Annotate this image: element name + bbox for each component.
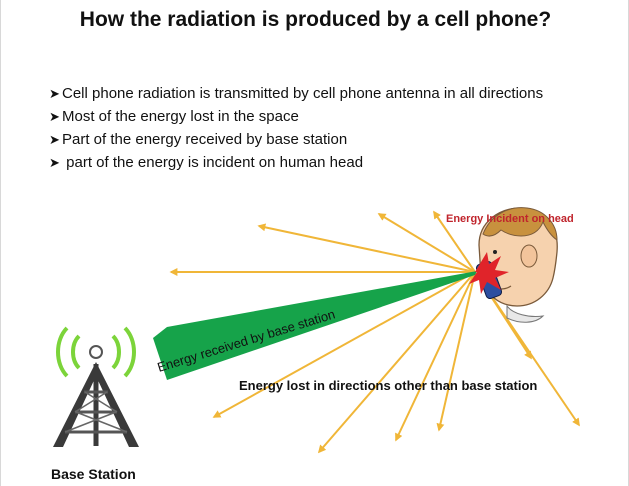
bullet-item: ➤Cell phone radiation is transmitted by …: [49, 82, 543, 105]
lost-energy-label: Energy lost in directions other than bas…: [239, 378, 538, 393]
bullet-arrow-icon: ➤: [49, 109, 60, 124]
bullet-arrow-icon: ➤: [49, 132, 60, 147]
received-energy-beam: [153, 271, 477, 380]
ray-arrow: [395, 271, 476, 442]
bullet-item: ➤ part of the energy is incident on huma…: [49, 151, 543, 174]
radiation-burst: [469, 252, 509, 294]
ray-arrow: [212, 271, 476, 418]
bullet-arrow-icon: ➤: [49, 86, 60, 101]
ray-arrow: [317, 271, 476, 454]
slide-title: How the radiation is produced by a cell …: [79, 8, 552, 31]
bullet-arrow-icon: ➤: [49, 155, 60, 170]
ray-arrow: [257, 223, 476, 273]
incident-energy-label: Energy Incident on head: [446, 213, 574, 225]
antenna-tower-icon: [53, 326, 139, 447]
radiation-rays: [169, 210, 580, 454]
bullet-item: ➤Most of the energy lost in the space: [49, 105, 543, 128]
base-station-label: Base Station: [51, 466, 136, 482]
ray-arrow: [377, 213, 476, 273]
bullet-list: ➤Cell phone radiation is transmitted by …: [49, 82, 543, 174]
bullet-item: ➤Part of the energy received by base sta…: [49, 128, 543, 151]
ray-arrow: [436, 271, 476, 432]
ray-arrow: [433, 210, 476, 273]
